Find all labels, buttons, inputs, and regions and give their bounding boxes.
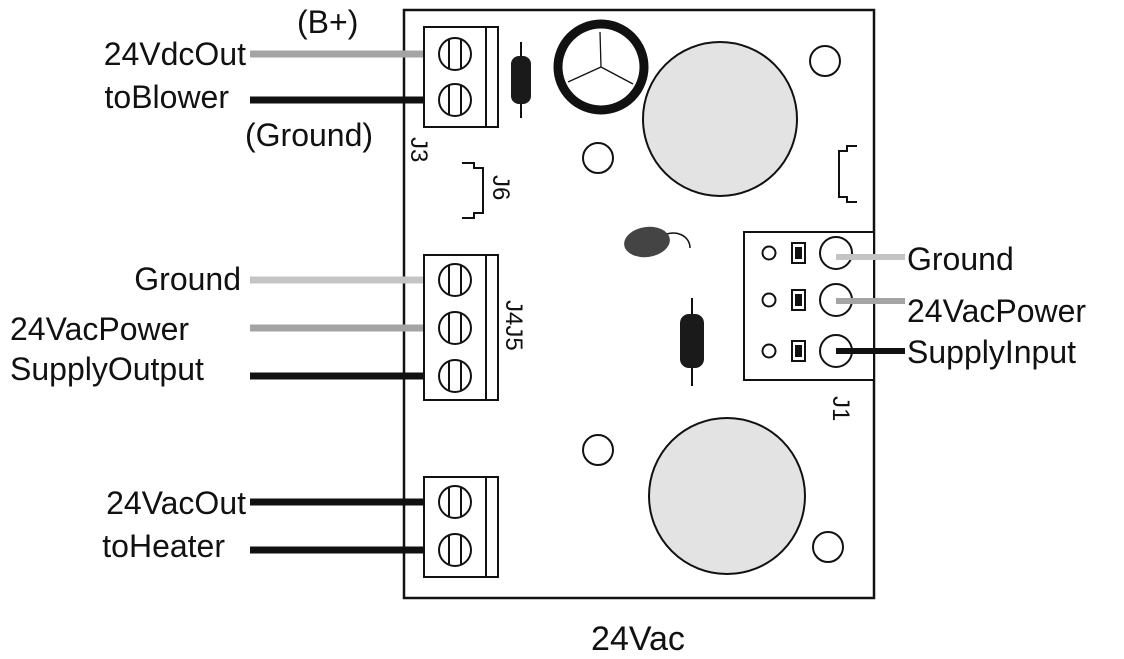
- label-output-ground: Ground: [134, 261, 241, 297]
- mounting-holes: [582, 45, 844, 563]
- ref-j6: J6: [487, 175, 514, 200]
- label-supply-input: SupplyInput: [907, 334, 1076, 370]
- terminal-block-j4j5: [423, 254, 499, 401]
- label-24vac-out: 24VacOut: [106, 485, 246, 521]
- right-wires: [836, 254, 905, 354]
- jumper-upper-right: [838, 145, 857, 203]
- label-to-heater: toHeater: [102, 528, 225, 564]
- label-b-plus: (B+): [297, 4, 358, 40]
- caption-24vac: 24Vac: [591, 620, 685, 658]
- diode-top: [511, 42, 531, 118]
- jumper-j6: [462, 162, 484, 219]
- diode-middle: [680, 298, 704, 386]
- ref-j4j5: J4J5: [500, 300, 527, 351]
- label-24vdc-out: 24VdcOut: [104, 36, 246, 72]
- terminal-block-j3: [423, 26, 499, 128]
- label-output-24vac-power: 24VacPower: [10, 311, 189, 347]
- ring-component: [553, 19, 649, 115]
- label-to-blower: toBlower: [105, 79, 230, 115]
- label-input-24vac-power: 24VacPower: [907, 293, 1086, 329]
- terminal-block-heater: [423, 476, 499, 578]
- label-input-ground: Ground: [907, 241, 1014, 277]
- ref-j3: J3: [405, 137, 432, 162]
- label-ground-paren: (Ground): [245, 117, 373, 153]
- ref-j1: J1: [827, 396, 854, 421]
- relay-top: [642, 41, 798, 197]
- capacitor: [624, 226, 691, 258]
- label-supply-output: SupplyOutput: [10, 351, 204, 387]
- relay-bottom: [648, 417, 806, 575]
- left-wires: [250, 50, 426, 554]
